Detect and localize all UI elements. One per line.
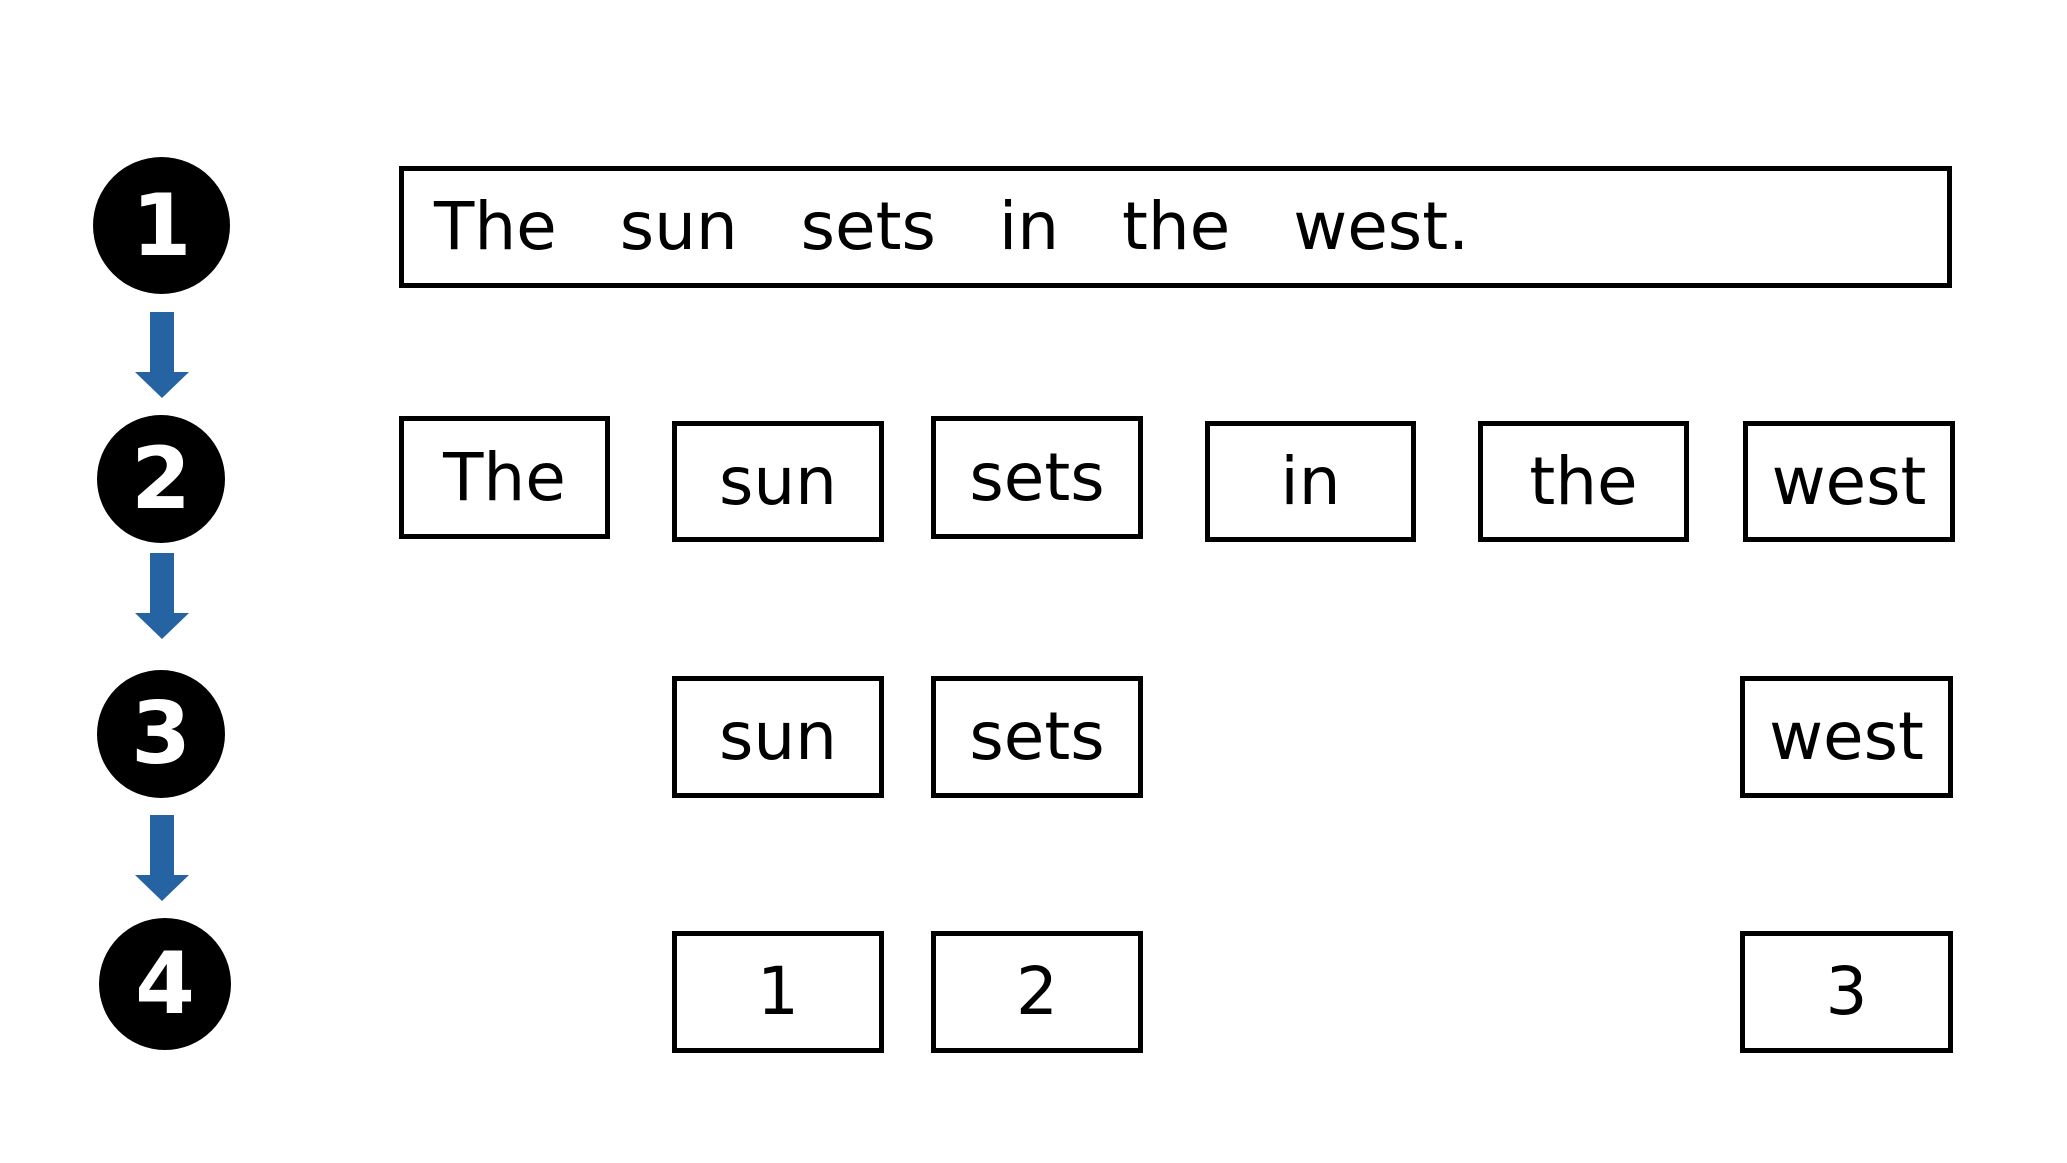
token-id-box: 3: [1740, 931, 1953, 1053]
down-arrow-icon: [135, 553, 189, 639]
filtered-token-box: west: [1740, 676, 1953, 798]
step-1-badge: 1: [93, 157, 230, 294]
step-2-badge: 2: [97, 415, 225, 543]
token-box: west: [1743, 421, 1955, 542]
token-id-box: 2: [931, 931, 1143, 1053]
token-box: in: [1205, 421, 1416, 542]
token-box: The: [399, 416, 610, 539]
down-arrow-icon: [135, 815, 189, 901]
token-box: the: [1478, 421, 1689, 542]
token-box: sets: [931, 416, 1143, 539]
token-id-box: 1: [672, 931, 884, 1053]
token-box: sun: [672, 421, 884, 542]
down-arrow-icon: [135, 312, 189, 398]
filtered-token-box: sets: [931, 676, 1143, 798]
sentence-box: The sun sets in the west.: [399, 166, 1952, 288]
filtered-token-box: sun: [672, 676, 884, 798]
step-3-badge: 3: [97, 670, 225, 798]
step-4-badge: 4: [99, 918, 231, 1050]
